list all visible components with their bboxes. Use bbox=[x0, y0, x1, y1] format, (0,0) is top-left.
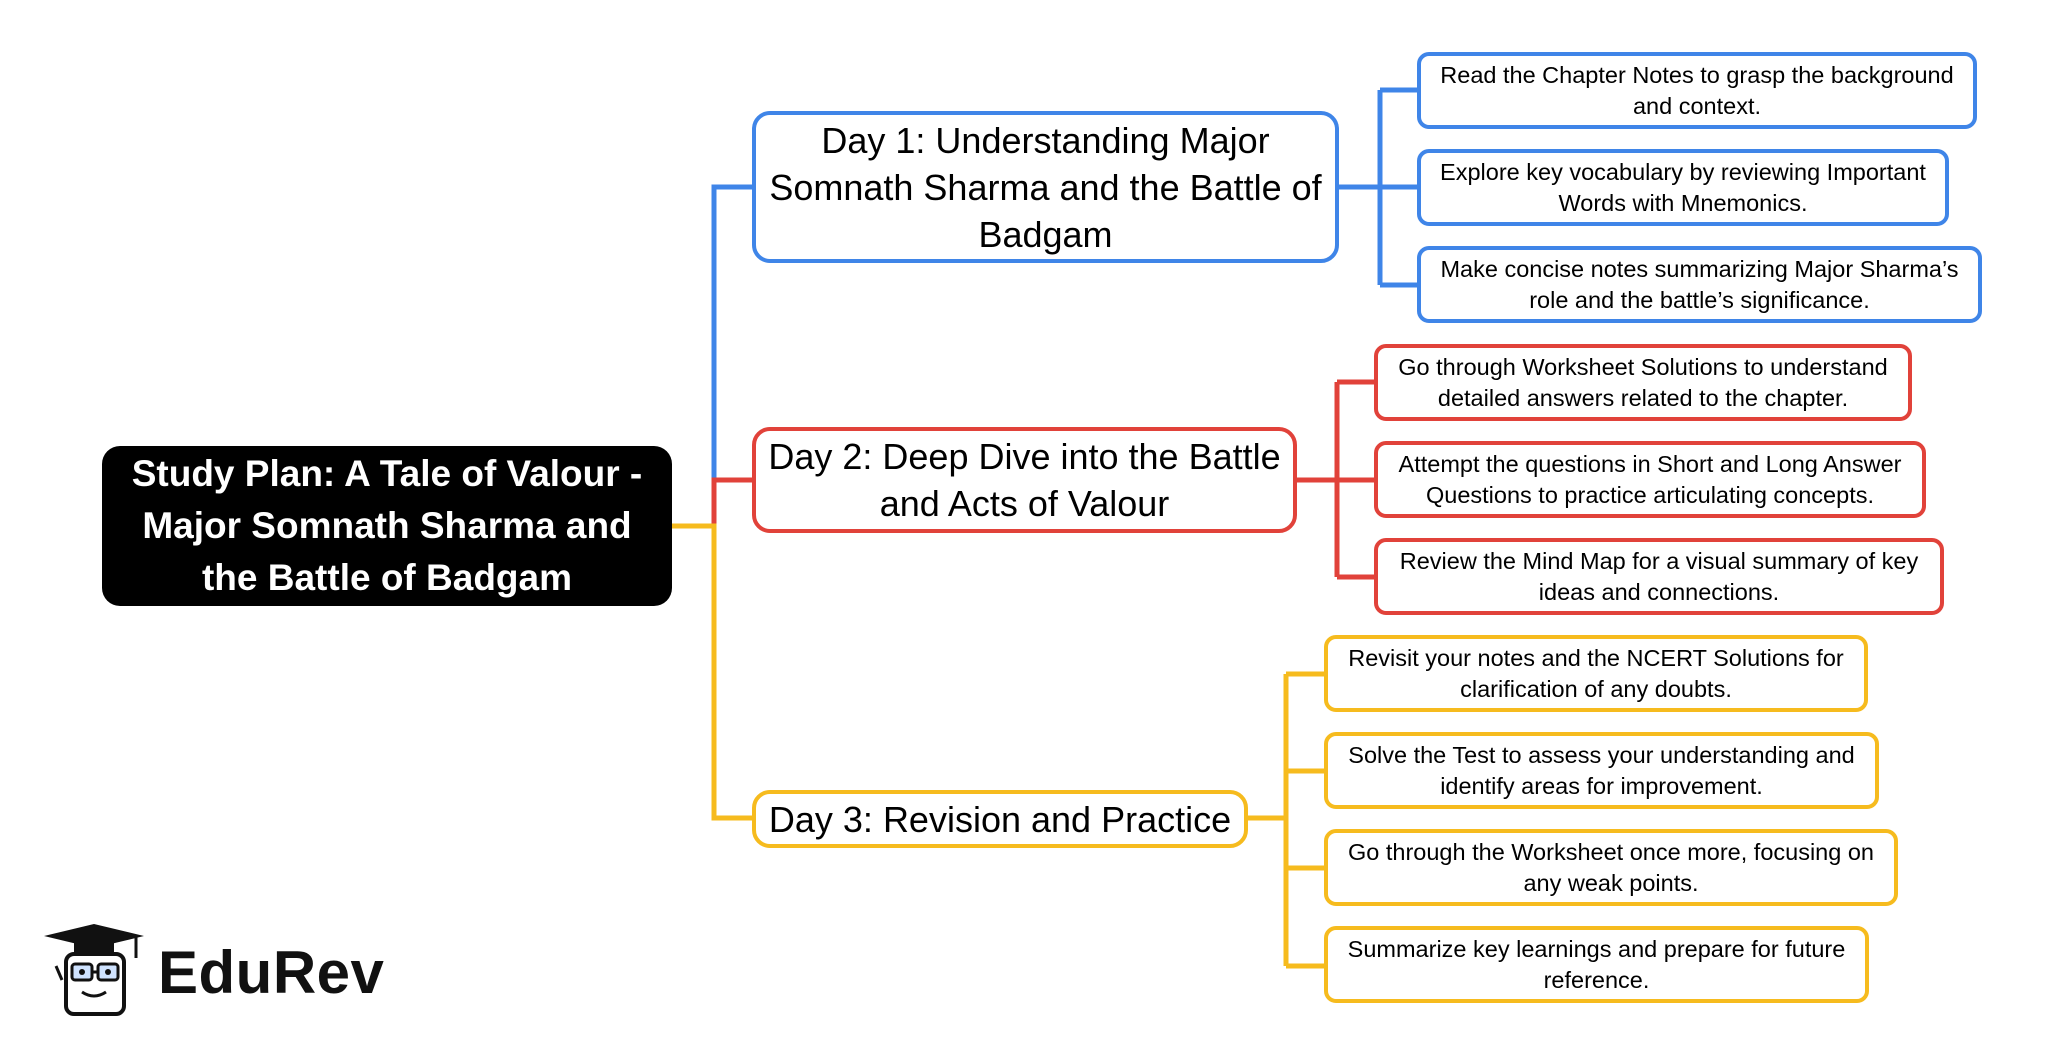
day1-node: Day 1: Understanding Major Somnath Sharm… bbox=[752, 111, 1339, 263]
connector-day1-leaves bbox=[1339, 87, 1417, 288]
day1-title: Day 1: Understanding Major Somnath Sharm… bbox=[769, 119, 1322, 255]
connector-root-day1 bbox=[711, 184, 752, 526]
graduation-cap-mascot-icon bbox=[44, 924, 144, 1016]
day1-item-1-text: Read the Chapter Notes to grasp the back… bbox=[1440, 61, 1954, 119]
day2-item-3: Review the Mind Map for a visual summary… bbox=[1374, 538, 1944, 615]
day2-item-1: Go through Worksheet Solutions to unders… bbox=[1374, 344, 1912, 421]
day2-item-1-text: Go through Worksheet Solutions to unders… bbox=[1398, 353, 1888, 411]
day1-item-2-text: Explore key vocabulary by reviewing Impo… bbox=[1440, 158, 1926, 216]
day3-item-4: Summarize key learnings and prepare for … bbox=[1324, 926, 1869, 1003]
day2-node: Day 2: Deep Dive into the Battle and Act… bbox=[752, 427, 1297, 533]
connector-day2-leaves bbox=[1297, 379, 1374, 580]
day3-node: Day 3: Revision and Practice bbox=[752, 790, 1248, 848]
day3-item-2: Solve the Test to assess your understand… bbox=[1324, 732, 1879, 809]
day1-item-1: Read the Chapter Notes to grasp the back… bbox=[1417, 52, 1977, 129]
day3-item-1-text: Revisit your notes and the NCERT Solutio… bbox=[1348, 644, 1844, 702]
day3-item-1: Revisit your notes and the NCERT Solutio… bbox=[1324, 635, 1868, 712]
connector-root-day2 bbox=[672, 477, 752, 529]
day3-item-2-text: Solve the Test to assess your understand… bbox=[1348, 741, 1855, 799]
day3-title: Day 3: Revision and Practice bbox=[768, 798, 1232, 840]
day1-item-2: Explore key vocabulary by reviewing Impo… bbox=[1417, 149, 1949, 226]
day2-item-2-text: Attempt the questions in Short and Long … bbox=[1398, 450, 1902, 508]
connector-root-day3 bbox=[672, 523, 752, 821]
day1-item-3-text: Make concise notes summarizing Major Sha… bbox=[1440, 255, 1959, 313]
day1-item-3: Make concise notes summarizing Major Sha… bbox=[1417, 246, 1982, 323]
day2-title: Day 2: Deep Dive into the Battle and Act… bbox=[768, 436, 1281, 524]
edurev-logo-text: EduRev bbox=[158, 939, 385, 1006]
day2-item-2: Attempt the questions in Short and Long … bbox=[1374, 441, 1926, 518]
root-node: Study Plan: A Tale of Valour - Major Som… bbox=[102, 446, 672, 606]
connector-day3-leaves bbox=[1248, 671, 1324, 969]
day3-item-3: Go through the Worksheet once more, focu… bbox=[1324, 829, 1898, 906]
root-title: Study Plan: A Tale of Valour - Major Som… bbox=[131, 453, 643, 598]
day2-item-3-text: Review the Mind Map for a visual summary… bbox=[1399, 547, 1919, 605]
day3-item-3-text: Go through the Worksheet once more, focu… bbox=[1347, 838, 1874, 896]
day3-item-4-text: Summarize key learnings and prepare for … bbox=[1347, 935, 1846, 993]
